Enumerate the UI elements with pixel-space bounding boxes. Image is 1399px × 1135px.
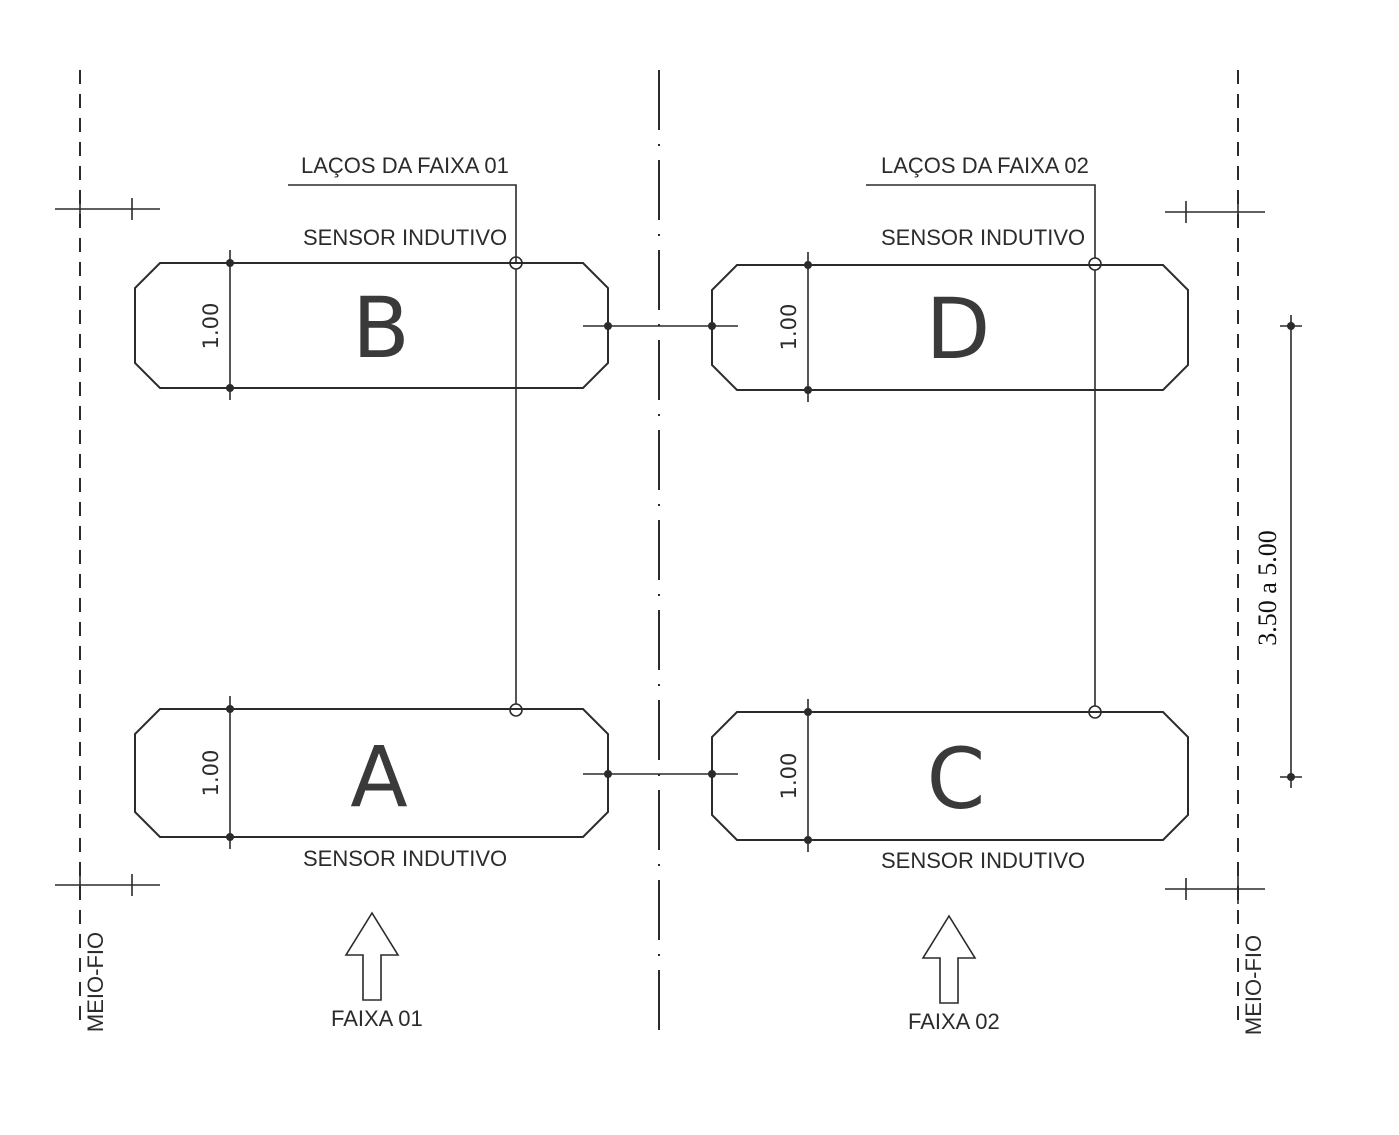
loop-a-width-dim: 1.00: [199, 750, 223, 797]
sensor-b-label: SENSOR INDUTIVO: [303, 225, 507, 250]
spacing-dimension: [1280, 315, 1302, 788]
lane1-direction-arrow: [344, 911, 400, 1001]
loop-d-letter: D: [926, 280, 991, 378]
loop-b-letter: B: [352, 279, 410, 377]
cross-connections: [583, 322, 738, 778]
loop-a-letter: A: [350, 728, 407, 826]
lane2-direction-arrow: [921, 914, 977, 1004]
curb-left-label: MEIO-FIO: [83, 932, 108, 1032]
lane2-label: FAIXA 02: [908, 1009, 1000, 1034]
lane2-loop-wiring: [866, 184, 1102, 719]
loop-c-letter: C: [927, 730, 986, 828]
loop-c-width-dim: 1.00: [777, 753, 801, 800]
loops-lane2-label: LAÇOS DA FAIXA 02: [881, 153, 1089, 178]
spacing-label: 3.50 a 5.00: [1253, 530, 1282, 646]
loop-c: 1.00 C: [711, 699, 1189, 852]
loop-b-width-dim: 1.00: [199, 303, 223, 350]
loop-a: 1.00 A: [134, 696, 609, 849]
lane1-loop-wiring: [288, 184, 523, 717]
sensor-d-label: SENSOR INDUTIVO: [881, 225, 1085, 250]
curb-right-label: MEIO-FIO: [1241, 935, 1266, 1035]
reference-crosses: [55, 195, 1265, 904]
sensor-c-label: SENSOR INDUTIVO: [881, 848, 1085, 873]
sensor-a-label: SENSOR INDUTIVO: [303, 846, 507, 871]
loop-d-width-dim: 1.00: [777, 304, 801, 351]
loops-lane1-label: LAÇOS DA FAIXA 01: [301, 153, 509, 178]
lane1-label: FAIXA 01: [331, 1006, 423, 1031]
loop-b: 1.00 B: [134, 250, 609, 400]
loop-d: 1.00 D: [711, 252, 1189, 402]
